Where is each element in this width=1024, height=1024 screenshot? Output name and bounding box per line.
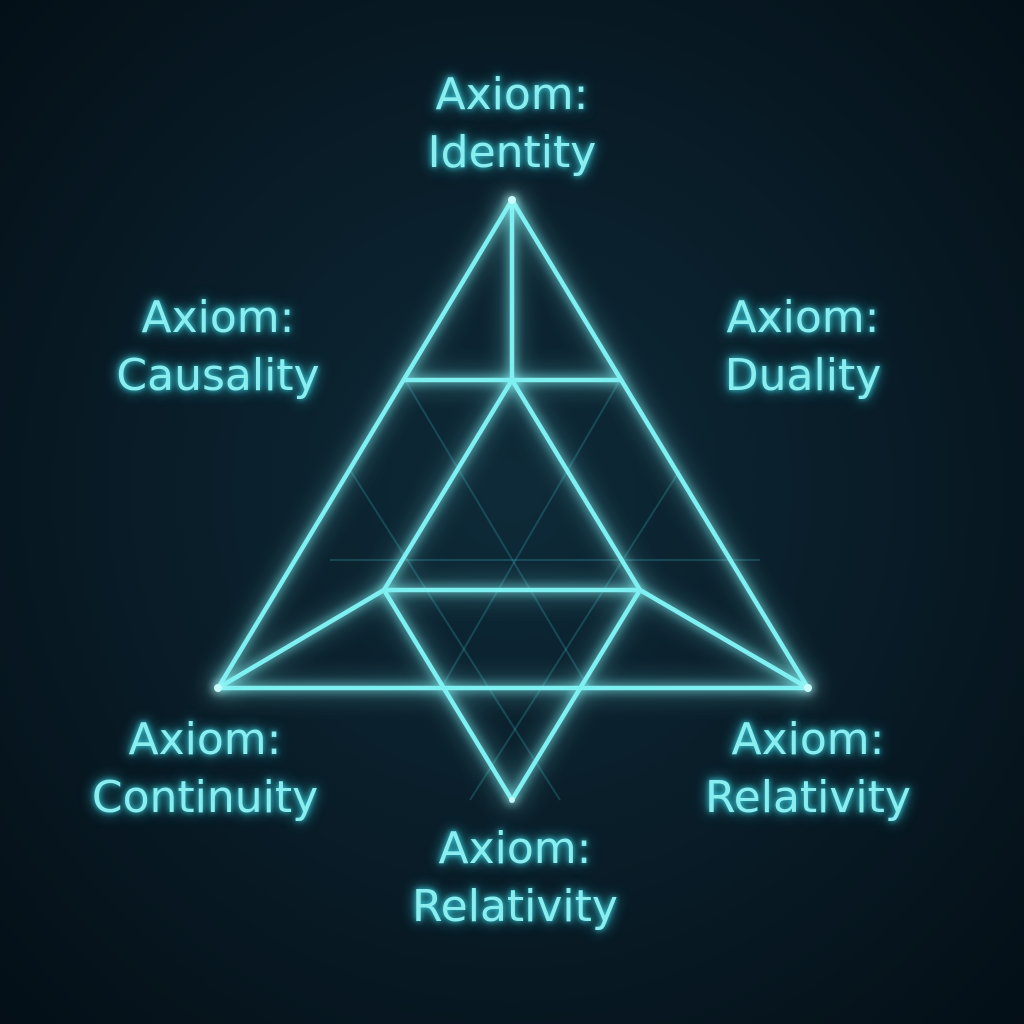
inner-triangle (381, 377, 643, 593)
label-causality-prefix: Axiom: (141, 292, 295, 343)
lattice-line (439, 379, 621, 691)
outer-triangle (215, 197, 811, 691)
label-duality-prefix: Axiom: (726, 292, 880, 343)
label-relativity-bottom: Axiom: Relativity (412, 820, 618, 936)
label-relativity-bottom-prefix: Axiom: (438, 823, 592, 874)
downward-triangle (381, 587, 643, 803)
label-causality: Axiom: Causality (116, 289, 319, 405)
left-diagonal-brace (215, 587, 387, 691)
lattice-line (404, 379, 591, 691)
label-identity-prefix: Axiom: (435, 69, 589, 120)
vertex-right (804, 684, 812, 692)
label-relativity-bottom-name: Relativity (412, 881, 618, 932)
label-duality-name: Duality (724, 350, 882, 401)
vertex-top (508, 196, 516, 204)
lattice-line (349, 469, 561, 801)
right-diagonal-brace (637, 587, 811, 691)
label-causality-name: Causality (116, 350, 320, 401)
label-identity: Axiom: Identity (428, 66, 597, 182)
vertex-points (214, 196, 812, 803)
vertex-bottom (509, 797, 515, 803)
label-identity-name: Identity (427, 127, 597, 178)
label-duality: Axiom: Duality (725, 289, 881, 405)
label-relativity-right-name: Relativity (705, 772, 911, 823)
label-relativity-right-prefix: Axiom: (731, 714, 885, 765)
lattice-line (469, 469, 681, 801)
label-continuity: Axiom: Continuity (92, 711, 318, 827)
label-continuity-name: Continuity (91, 772, 319, 823)
label-relativity-right: Axiom: Relativity (705, 711, 911, 827)
label-continuity-prefix: Axiom: (128, 714, 282, 765)
vertex-left (214, 684, 222, 692)
